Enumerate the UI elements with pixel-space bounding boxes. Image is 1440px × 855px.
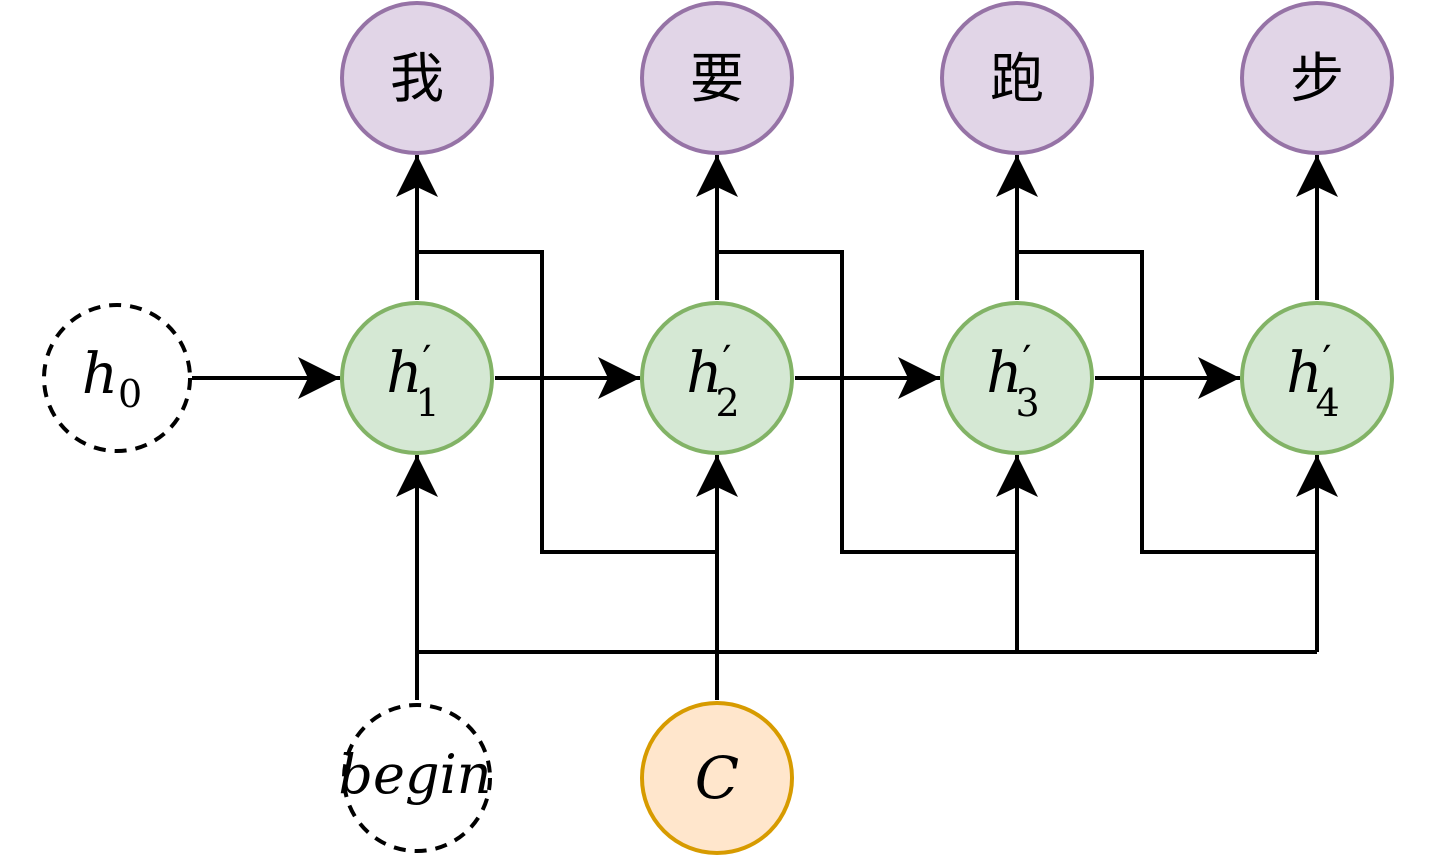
hidden-3-base: h bbox=[986, 341, 1022, 406]
hidden-1-prime: ′ bbox=[422, 338, 431, 384]
context-label: C bbox=[695, 744, 739, 812]
hidden-2-prime: ′ bbox=[722, 338, 731, 384]
hidden-nodes: h′1 h′2 h′3 h′4 bbox=[340, 301, 1394, 455]
hidden-node-2: h′2 bbox=[640, 301, 794, 455]
context-node: C bbox=[640, 701, 794, 855]
output-node-3: 跑 bbox=[940, 1, 1094, 155]
begin-label: begin bbox=[338, 743, 491, 806]
edge-feedback-1-to-2 bbox=[417, 250, 717, 554]
hidden-4-sub: 4 bbox=[1315, 381, 1339, 425]
hidden-2-sub: 2 bbox=[715, 381, 739, 425]
output-nodes: 我 要 跑 步 bbox=[340, 1, 1394, 155]
svg-text:h0: h0 bbox=[82, 342, 142, 416]
initial-state-base: h bbox=[82, 342, 118, 407]
hidden-node-1: h′1 bbox=[340, 301, 494, 455]
output-token-4: 步 bbox=[1290, 47, 1344, 110]
output-token-1: 我 bbox=[390, 47, 444, 110]
hidden-4-base: h bbox=[1286, 341, 1322, 406]
output-token-3: 跑 bbox=[990, 47, 1044, 110]
svg-text:h′3: h′3 bbox=[986, 338, 1039, 425]
hidden-3-prime: ′ bbox=[1022, 338, 1031, 384]
initial-state-node: h0 bbox=[42, 303, 192, 453]
initial-state-sub: 0 bbox=[118, 372, 142, 416]
output-node-2: 要 bbox=[640, 1, 794, 155]
hidden-node-4: h′4 bbox=[1240, 301, 1394, 455]
svg-text:h′1: h′1 bbox=[386, 338, 439, 425]
output-node-1: 我 bbox=[340, 1, 494, 155]
hidden-1-base: h bbox=[386, 341, 422, 406]
hidden-1-sub: 1 bbox=[415, 381, 439, 425]
svg-text:h′2: h′2 bbox=[686, 338, 739, 425]
hidden-2-base: h bbox=[686, 341, 722, 406]
svg-text:h′4: h′4 bbox=[1286, 338, 1339, 425]
hidden-3-sub: 3 bbox=[1015, 381, 1039, 425]
edge-feedback-2-to-3 bbox=[717, 250, 1017, 554]
hidden-node-3: h′3 bbox=[940, 301, 1094, 455]
output-node-4: 步 bbox=[1240, 1, 1394, 155]
edge-feedback-3-to-4 bbox=[1017, 250, 1317, 554]
begin-node: begin bbox=[338, 703, 492, 853]
output-token-2: 要 bbox=[690, 47, 744, 110]
hidden-4-prime: ′ bbox=[1322, 338, 1331, 384]
edges bbox=[192, 155, 1338, 700]
